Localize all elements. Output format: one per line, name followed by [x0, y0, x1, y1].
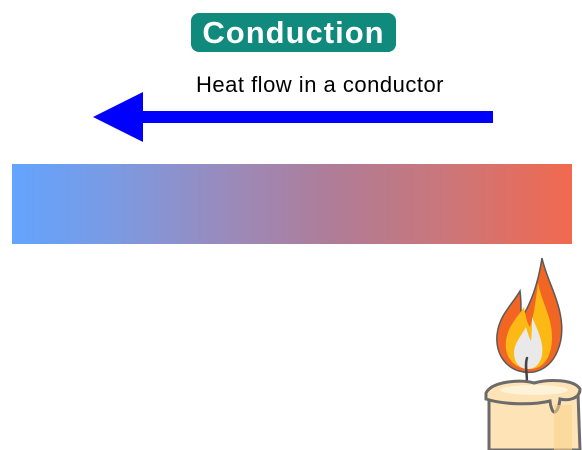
- heat-flow-label: Heat flow in a conductor: [195, 72, 445, 97]
- heat-flow-arrow-icon: [93, 92, 493, 142]
- candle-icon: [484, 257, 582, 450]
- arrow-shape: [93, 92, 493, 142]
- flame-inner: [514, 317, 543, 369]
- candle-shading: [554, 405, 572, 450]
- conductor-bar: [12, 164, 572, 244]
- candle-top-highlight: [500, 385, 568, 395]
- page-title: Conduction: [191, 13, 396, 52]
